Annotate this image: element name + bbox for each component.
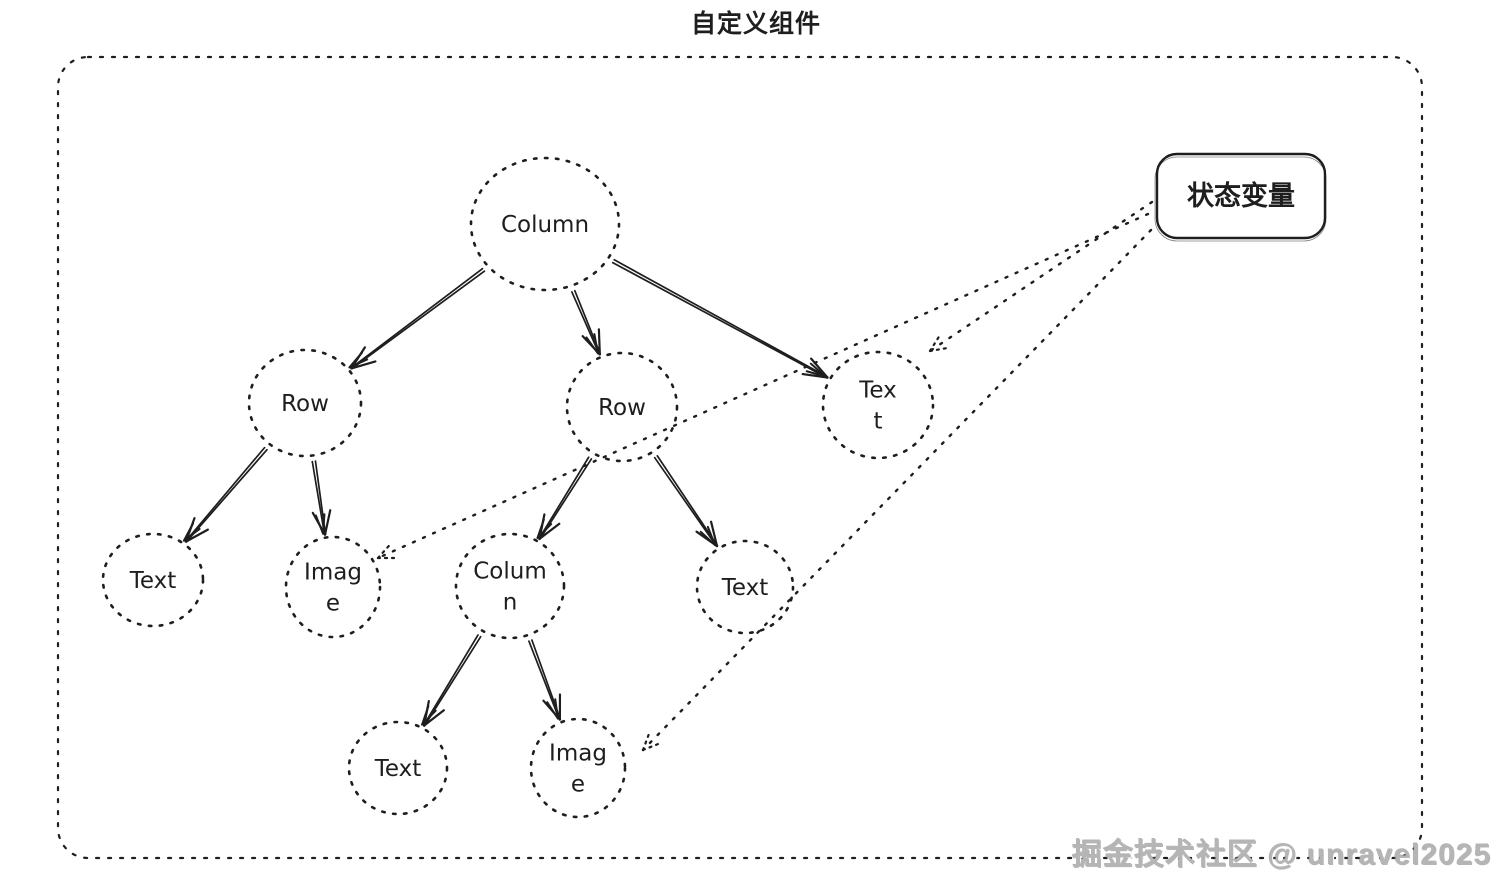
node-label: Column <box>501 212 589 238</box>
node-label: Text <box>374 756 422 782</box>
node-circle <box>247 348 363 458</box>
node-text-left: Text <box>101 532 205 628</box>
node-column-root: Column <box>469 156 621 292</box>
node-label: Row <box>598 395 646 421</box>
tree-edge-row-left-text-left <box>182 446 268 543</box>
tree-edge-column-child-image-bottom <box>528 639 562 721</box>
tree-edge-column-root-row-mid <box>571 289 602 356</box>
diagram-title: 自定义组件 <box>690 10 821 38</box>
node-row-left: Row <box>247 348 363 458</box>
state-edge-text-right <box>928 200 1154 353</box>
tree-edge-column-root-row-left <box>348 267 486 370</box>
tree-edge-column-child-text-bottom <box>421 634 482 727</box>
node-circle <box>821 350 935 460</box>
tree-edge-row-mid-text-mid <box>653 455 719 548</box>
frame-border <box>56 55 1424 860</box>
node-text-mid: Text <box>695 539 795 635</box>
node-label: Text <box>721 575 769 601</box>
node-circle <box>695 539 795 635</box>
state-edge-image-bottom <box>641 228 1153 752</box>
state-variable-border <box>1155 152 1327 240</box>
node-circle <box>284 535 382 639</box>
node-circle <box>347 720 449 816</box>
node-circle <box>454 532 566 640</box>
tree-edge-column-root-text-right <box>611 258 829 379</box>
tree-edge-row-mid-column-child <box>536 456 593 541</box>
node-circle <box>529 717 627 819</box>
node-circle <box>565 351 679 463</box>
node-circle <box>469 156 621 292</box>
state-edge-image-left <box>376 212 1150 560</box>
node-row-mid: Row <box>565 351 679 463</box>
node-circle <box>101 532 205 628</box>
state-variable-label: 状态变量 <box>1187 180 1295 212</box>
tree-edge-row-left-image-left <box>311 460 332 536</box>
node-label: Text <box>129 568 177 594</box>
node-text-bottom: Text <box>347 720 449 816</box>
watermark: 掘金技术社区 @ unravel2025 <box>1072 839 1492 872</box>
node-label: Row <box>281 391 329 417</box>
state-variable-box: 状态变量 <box>1154 152 1327 242</box>
